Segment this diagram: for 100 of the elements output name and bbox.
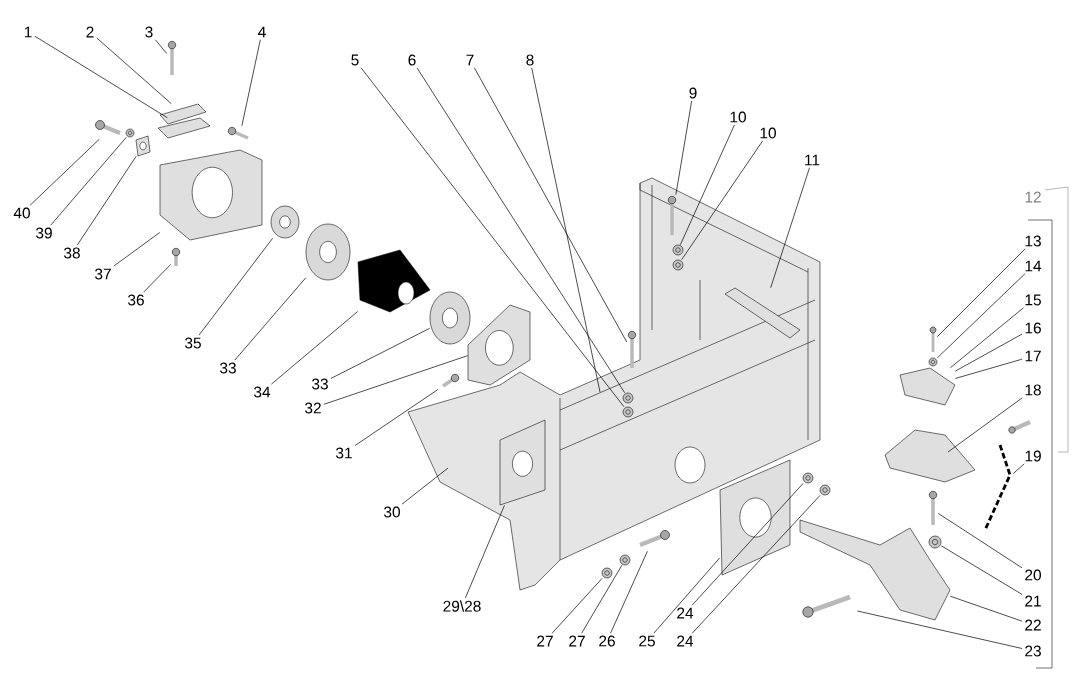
callout-number: 4 [258,26,266,38]
callout-number: 40 [13,207,30,219]
callout-number: 14 [1025,260,1042,272]
callout-number: 29\28 [443,600,481,612]
housing [159,149,263,241]
callout-number: 8 [526,54,534,66]
bolt [227,126,249,140]
leader-line [653,557,721,634]
plate [719,459,791,576]
leader-line [936,248,1026,338]
leader-line [354,389,439,446]
leader-line [610,550,648,634]
leader-line [954,358,1023,379]
leader-line [680,124,735,246]
leader-line [856,610,1023,649]
washer [429,291,471,345]
leader-line [271,311,359,385]
lock-plate [135,135,151,157]
bolt [167,40,177,75]
leader-line [234,277,307,361]
chain [983,444,1012,531]
callout-number: 34 [254,386,271,398]
callout-number: 27 [537,635,553,647]
callout-number: 37 [95,268,111,280]
callout-number: 10 [760,127,776,139]
bolt [627,330,637,368]
callout-number: 36 [128,294,144,306]
leader-line [241,39,261,127]
leader-line [143,264,172,293]
leader-line [551,577,603,634]
leader-line [34,35,168,119]
bolt [929,326,937,352]
leader-line [681,140,763,261]
frame [407,177,821,591]
leader-line [691,494,821,634]
callout-number: 39 [36,227,52,239]
callout-number: 2 [86,26,94,38]
callout-number: 23 [1025,645,1041,657]
strip [724,287,801,339]
leader-line [770,167,810,289]
leader-line [691,482,804,606]
callout-number: 6 [408,54,416,66]
nut [928,535,942,549]
lever [799,519,951,621]
leader-line [29,138,100,206]
leader-line [473,67,628,343]
callout-number: 7 [466,54,474,66]
leader-line [1012,463,1025,474]
callout-number: 18 [1025,384,1041,396]
leader-line [581,564,623,634]
washer [928,357,938,367]
washer [125,128,135,138]
leader-line [950,307,1024,369]
callout-number: 13 [1025,235,1041,247]
leader-line [949,595,1023,622]
callout-number: 27 [569,635,585,647]
nut [622,392,634,404]
callout-number: 22 [1025,619,1041,631]
group-number: 12 [1025,191,1041,203]
leader-line [323,355,469,405]
bushing [270,205,300,239]
leader-line [416,67,625,394]
leader-line [113,232,161,267]
leader-line [936,273,1026,359]
callout-number: 20 [1025,569,1041,581]
callout-number: 11 [805,154,820,166]
bolt [928,490,938,525]
leader-line [940,545,1023,595]
clamp [899,367,956,406]
callout-number: 35 [185,337,201,349]
nut [672,244,684,256]
callout-number: 9 [689,87,697,99]
grease-fitting [171,247,181,266]
washer [305,223,351,281]
callout-number: 21 [1025,595,1041,607]
callout-number: 5 [351,54,359,66]
callout-number: 33 [220,362,236,374]
callout-number: 24 [677,607,694,619]
callout-number: 16 [1025,322,1041,334]
bolt [95,120,121,135]
callout-number: 15 [1025,294,1041,306]
leader-line [198,237,273,336]
callout-number: 32 [305,402,321,414]
bolt [639,530,670,547]
washer [622,406,634,418]
leader-line [96,37,172,105]
leader-line [330,327,431,379]
callout-number: 38 [64,247,80,259]
leader-line [50,136,127,226]
callout-number: 33 [312,378,328,390]
nut [601,567,613,579]
leader-line [531,67,601,393]
leader-line [465,504,505,599]
plate [159,103,207,125]
nut [619,554,631,566]
callout-number: 10 [730,111,746,123]
sleeve [357,249,431,313]
callout-number: 1 [24,26,32,38]
cover [467,304,531,386]
bolt [442,373,460,388]
